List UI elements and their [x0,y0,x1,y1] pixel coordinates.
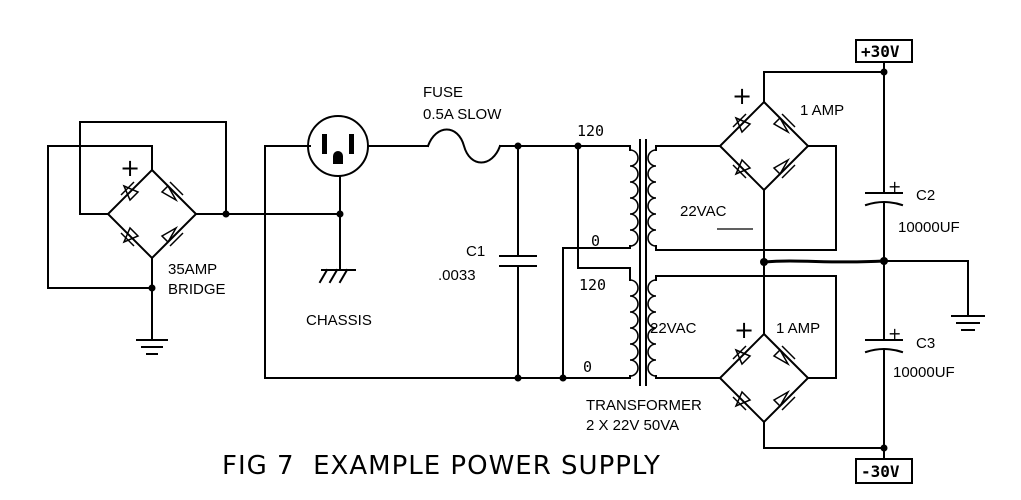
chassis-ground-symbol [318,268,356,284]
capacitor-c3: + [864,324,904,461]
fuse-symbol [426,128,502,164]
transformer-rating-label: 2 X 22V 50VA [586,417,679,434]
neg-rail-label: -30V [861,462,900,481]
c3-label: C3 [916,335,935,352]
primary-bot-120-label: 120 [579,276,606,294]
pos-rail-label: +30V [861,42,900,61]
bridge-rectifier-35amp: + 35AMP BRIDGE [47,121,227,355]
primary-bot-0-label: 0 [583,358,592,376]
c1-value-label: .0033 [438,267,476,284]
bridge-label: BRIDGE [168,281,226,298]
ground-symbol-left [136,339,168,355]
c2-label: C2 [916,187,935,204]
ground-symbol-right [951,315,985,331]
fuse-label: FUSE [423,84,463,101]
c2-value-label: 10000UF [898,219,960,236]
chassis-label: CHASSIS [306,312,372,329]
c1-label: C1 [466,243,485,260]
lower-bridge-plus-label: + [734,316,754,344]
c3-plus-label: + [888,324,901,343]
upper-bridge-plus-label: + [732,82,752,110]
bridge-diodes [120,181,184,247]
primary-top-0-label: 0 [591,232,600,250]
lower-bridge-amp-label: 1 AMP [776,320,820,337]
figure-title: FIG 7 EXAMPLE POWER SUPPLY [222,451,661,481]
bridge-amp-label: 35AMP [168,261,217,278]
transformer-label: TRANSFORMER [586,397,702,414]
outlet-ground-pin [333,151,343,164]
c2-plus-label: + [888,177,901,196]
c3-value-label: 10000UF [893,364,955,381]
bridge-plus-label: + [120,154,140,182]
pos-rail-box: +30V [855,39,913,63]
center-tap-wire [763,259,885,264]
outlet-slot-right [349,134,354,154]
neg-rail-box: -30V [855,458,913,484]
capacitor-c2: + [864,59,904,327]
ac-outlet [307,115,369,177]
bridge-rectifier-lower [718,332,810,424]
fuse-rating-label: 0.5A SLOW [423,106,502,123]
capacitor-c1 [499,142,537,382]
primary-top-120-label: 120 [577,122,604,140]
outlet-slot-left [322,134,327,154]
secondary-top-label: 22VAC [680,203,727,220]
transformer [559,139,657,386]
secondary-bot-label: 22VAC [650,320,697,337]
upper-bridge-amp-label: 1 AMP [800,102,844,119]
bridge-rectifier-upper [718,100,810,192]
